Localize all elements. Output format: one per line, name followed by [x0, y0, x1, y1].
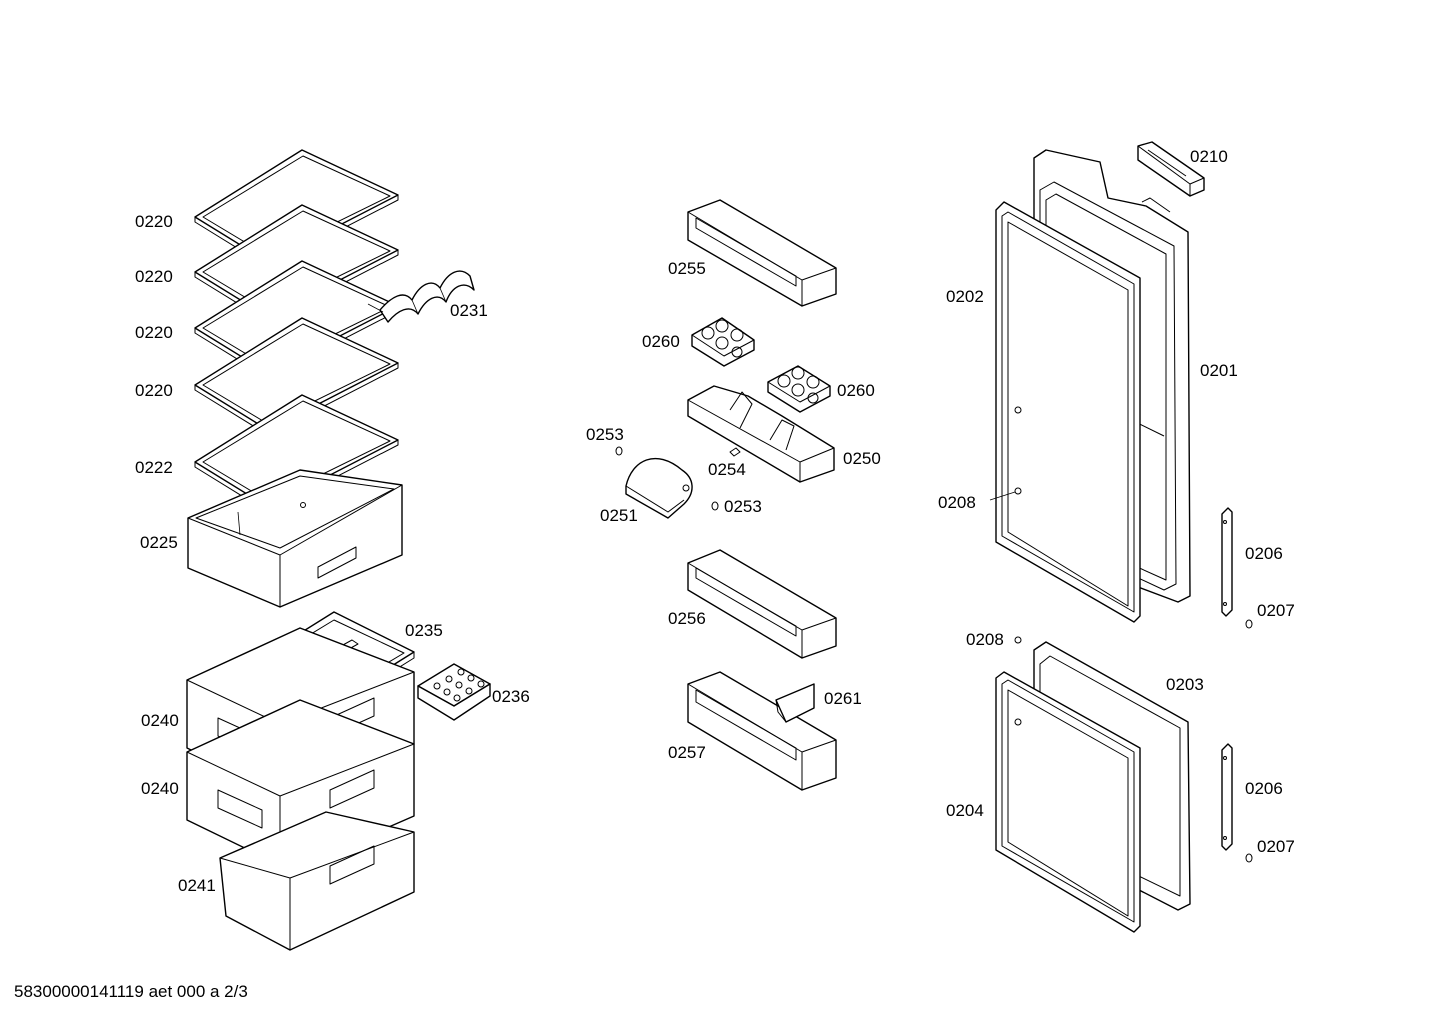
label-handle: 0210 — [1190, 147, 1228, 166]
butter-shelf-0250 — [687, 385, 835, 483]
label-fridge-hinge: 0206 — [1245, 544, 1283, 563]
label-freezer-drawer-2: 0240 — [141, 779, 179, 798]
label-pin-1: 0253 — [586, 425, 624, 444]
door-shelf-0255 — [687, 199, 837, 307]
ice-tray-0236 — [417, 663, 491, 721]
crisper-box-0225 — [187, 469, 403, 608]
label-ice-tray: 0236 — [492, 687, 530, 706]
pin-0253-a — [615, 446, 623, 456]
label-fridge-gasket: 0202 — [946, 287, 984, 306]
cap-0207-b — [1245, 853, 1253, 863]
door-shelf-0257 — [687, 671, 837, 791]
label-hinge-pin: 0254 — [708, 460, 746, 479]
label-door-shelf-top: 0255 — [668, 259, 706, 278]
label-fridge-screw: 0208 — [938, 493, 976, 512]
label-shelf-1: 0220 — [135, 212, 173, 231]
butter-lid-0251 — [625, 457, 693, 519]
label-door-shelf-bottom: 0257 — [668, 743, 706, 762]
hinge-pin-0254 — [729, 447, 741, 457]
label-fridge-cap: 0207 — [1257, 601, 1295, 620]
hinge-0206-a — [1221, 507, 1233, 617]
label-shelf-4: 0220 — [135, 381, 173, 400]
label-freezer-drawer-1: 0240 — [141, 711, 179, 730]
handle-0210 — [1137, 141, 1205, 197]
freezer-drawer-0241 — [219, 811, 415, 951]
drawing-number: 58300000141119 aet 000 a 2/3 — [14, 982, 248, 1001]
screw-0208-b — [1014, 636, 1022, 644]
label-freezer-drawer-bottom: 0241 — [178, 876, 216, 895]
label-shelf-2: 0220 — [135, 267, 173, 286]
label-freezer-cap: 0207 — [1257, 837, 1295, 856]
label-shelf-3: 0220 — [135, 323, 173, 342]
hinge-0206-b — [1221, 743, 1233, 851]
label-freezer-door: 0203 — [1166, 675, 1204, 694]
label-door-shelf-middle: 0256 — [668, 609, 706, 628]
egg-tray-0260-a — [691, 317, 755, 367]
egg-tray-0260-b — [767, 365, 831, 413]
label-bottle-rack: 0231 — [450, 301, 488, 320]
label-crisper-box: 0225 — [140, 533, 178, 552]
label-butter-lid: 0251 — [600, 506, 638, 525]
bottle-divider-0261 — [775, 683, 815, 723]
label-freezer-tray: 0235 — [405, 621, 443, 640]
label-bottle-divider: 0261 — [824, 689, 862, 708]
label-freezer-screw: 0208 — [966, 630, 1004, 649]
label-egg-tray-2: 0260 — [837, 381, 875, 400]
label-freezer-gasket: 0204 — [946, 801, 984, 820]
label-glass-shelf: 0222 — [135, 458, 173, 477]
cap-0207-a — [1245, 619, 1253, 629]
label-egg-tray-1: 0260 — [642, 332, 680, 351]
bottle-rack-0231 — [367, 270, 475, 323]
pin-0253-b — [711, 501, 719, 511]
label-butter-shelf: 0250 — [843, 449, 881, 468]
fridge-gasket-0202 — [995, 201, 1141, 623]
label-fridge-door: 0201 — [1200, 361, 1238, 380]
freezer-gasket-0204 — [995, 671, 1141, 933]
label-pin-2: 0253 — [724, 497, 762, 516]
label-freezer-hinge: 0206 — [1245, 779, 1283, 798]
screw-0208-a — [989, 406, 1022, 501]
door-shelf-0256 — [687, 549, 837, 659]
